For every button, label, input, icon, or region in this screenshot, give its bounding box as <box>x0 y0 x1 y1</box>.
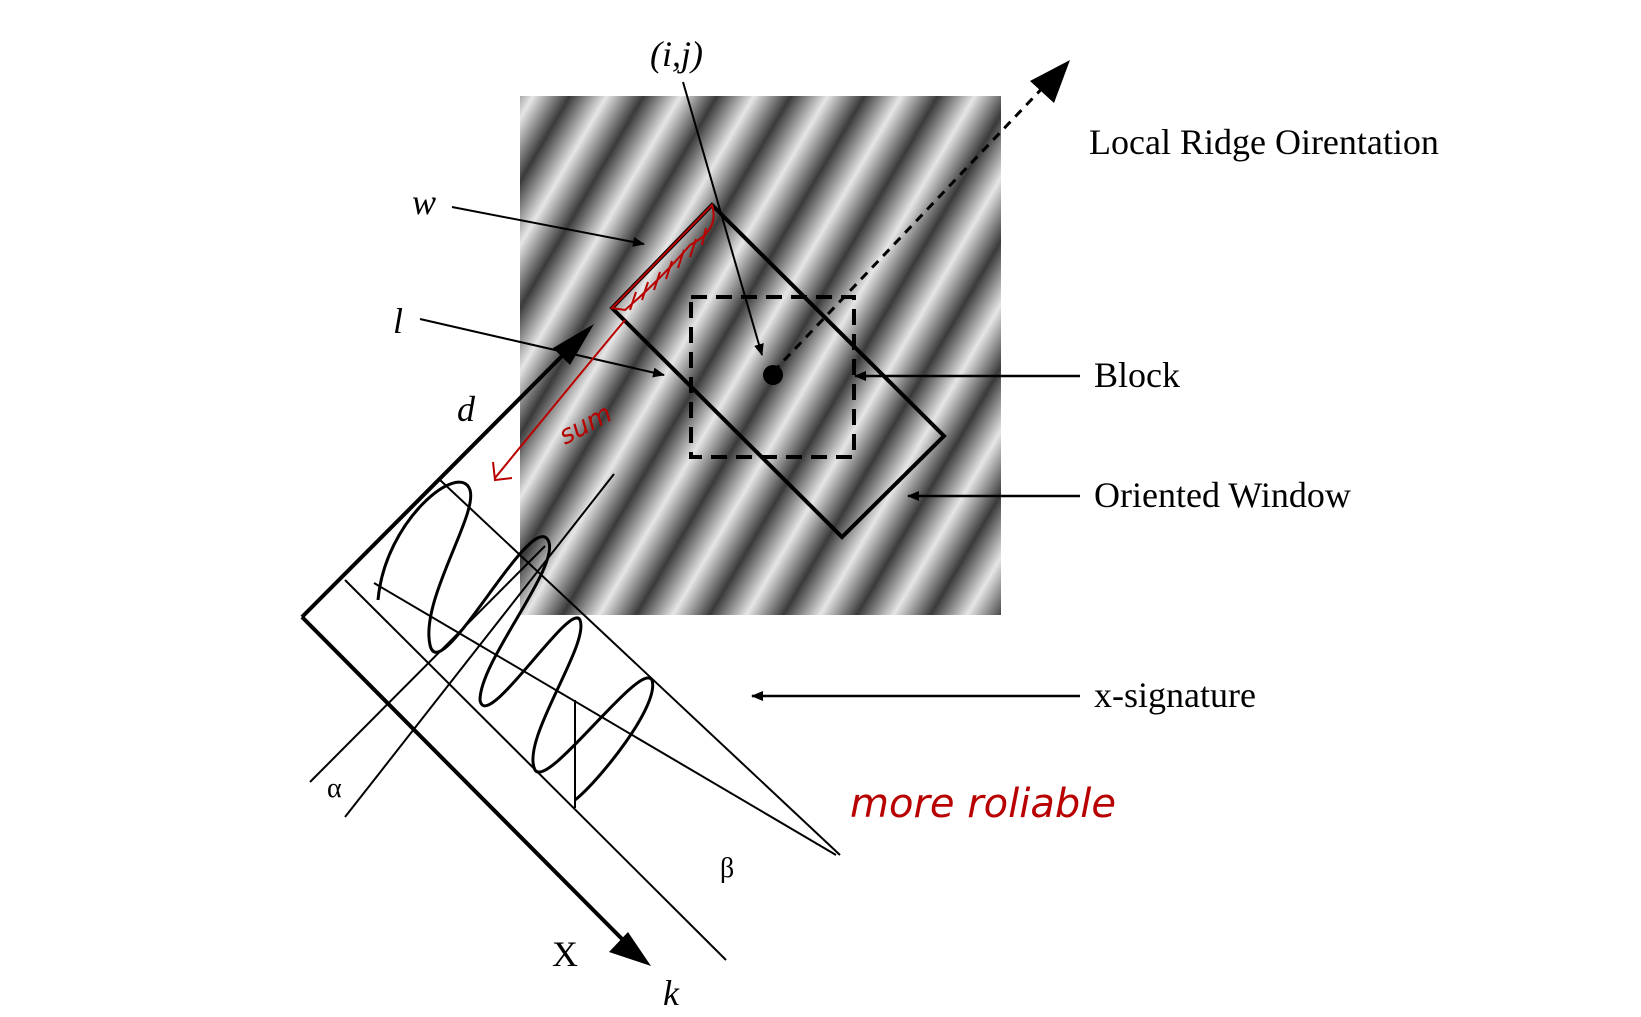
k-label: k <box>663 973 680 1013</box>
point-pointer-line <box>682 81 764 356</box>
x-axis-label: X <box>552 934 578 974</box>
block-rect <box>689 295 856 459</box>
x-signature-curve <box>376 480 655 802</box>
sum-arrowhead <box>492 461 513 482</box>
d-axis-line <box>300 342 576 619</box>
oriented-window-label: Oriented Window <box>1094 475 1351 515</box>
sum-hatch-outline <box>609 203 715 312</box>
signature-frame-line-1 <box>373 582 837 856</box>
ridge-orientation-arrowhead <box>1030 60 1070 103</box>
alpha-tick-line-1 <box>309 545 546 783</box>
sum-hatch-lines <box>629 227 707 311</box>
alpha-tick-line-2 <box>344 473 615 818</box>
l-label: l <box>393 301 403 341</box>
sum-arrow-line <box>494 319 626 479</box>
l-pointer-line <box>419 318 665 378</box>
point-label: (i,j) <box>650 34 703 74</box>
alpha-label: α <box>327 773 342 804</box>
signature-top-edge <box>439 479 841 856</box>
local-ridge-orientation-label: Local Ridge Oirentation <box>1089 122 1439 162</box>
x-axis-arrowhead <box>609 932 651 966</box>
center-point <box>763 365 783 385</box>
x-signature-label: x-signature <box>1094 675 1256 715</box>
ridge-texture-image <box>520 96 1001 615</box>
w-label: w <box>412 182 436 222</box>
ridge-orientation-arrow <box>771 78 1052 374</box>
x-axis-line <box>300 615 632 949</box>
beta-label: β <box>720 853 734 884</box>
d-axis-arrowhead <box>553 324 594 365</box>
more-reliable-annotation: more roliable <box>850 781 1116 827</box>
d-label: d <box>457 389 476 429</box>
block-label: Block <box>1094 355 1180 395</box>
w-pointer-line <box>451 206 645 247</box>
